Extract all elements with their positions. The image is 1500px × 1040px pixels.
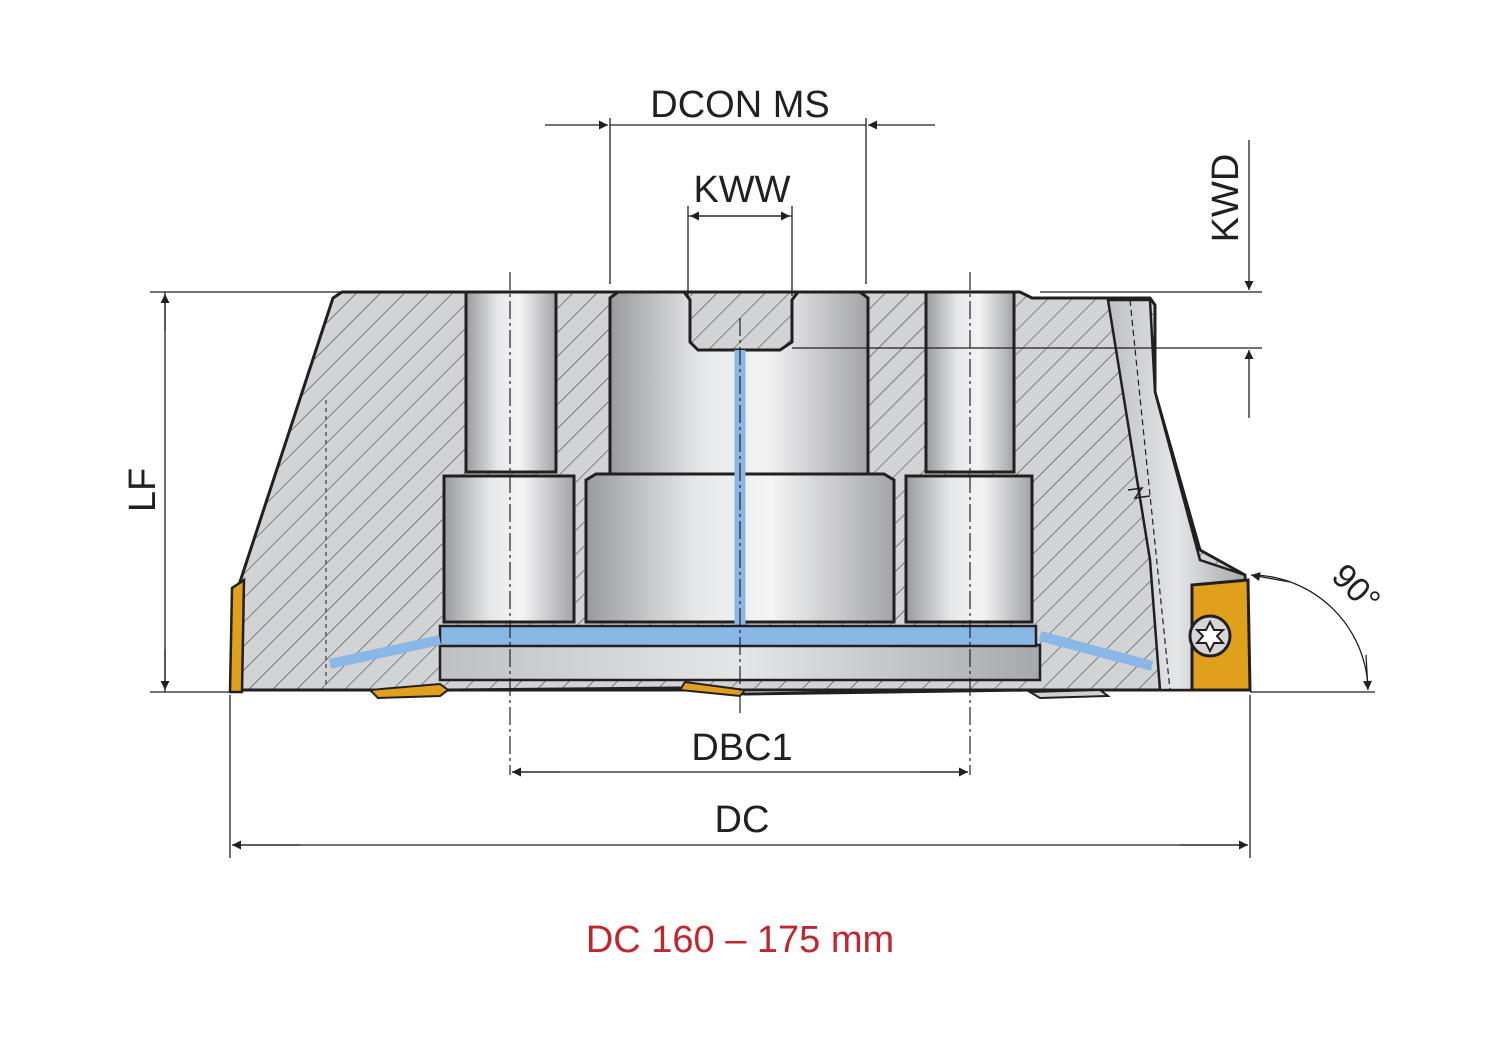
lf-label: LF: [122, 468, 164, 512]
left-insert: [228, 577, 246, 694]
kwd-label: KWD: [1205, 154, 1247, 243]
dbc1-label: DBC1: [691, 727, 792, 769]
size-range-caption: DC 160 – 175 mm: [586, 919, 894, 961]
axes: [509, 272, 971, 775]
kww-label: KWW: [693, 169, 790, 211]
bottom-edge: [240, 680, 1160, 700]
left-bolt-bore-upper: [464, 290, 558, 474]
dimensions: [150, 118, 1375, 858]
dcon-ms-label: DCON MS: [650, 84, 829, 126]
bottom-insert-left: [367, 682, 450, 700]
right-insert: [1188, 578, 1252, 692]
right-bolt-bore-lower: [904, 474, 1034, 624]
inserts: [228, 577, 1252, 694]
dc-label: DC: [715, 799, 770, 841]
left-bolt-bore-lower: [442, 474, 576, 624]
